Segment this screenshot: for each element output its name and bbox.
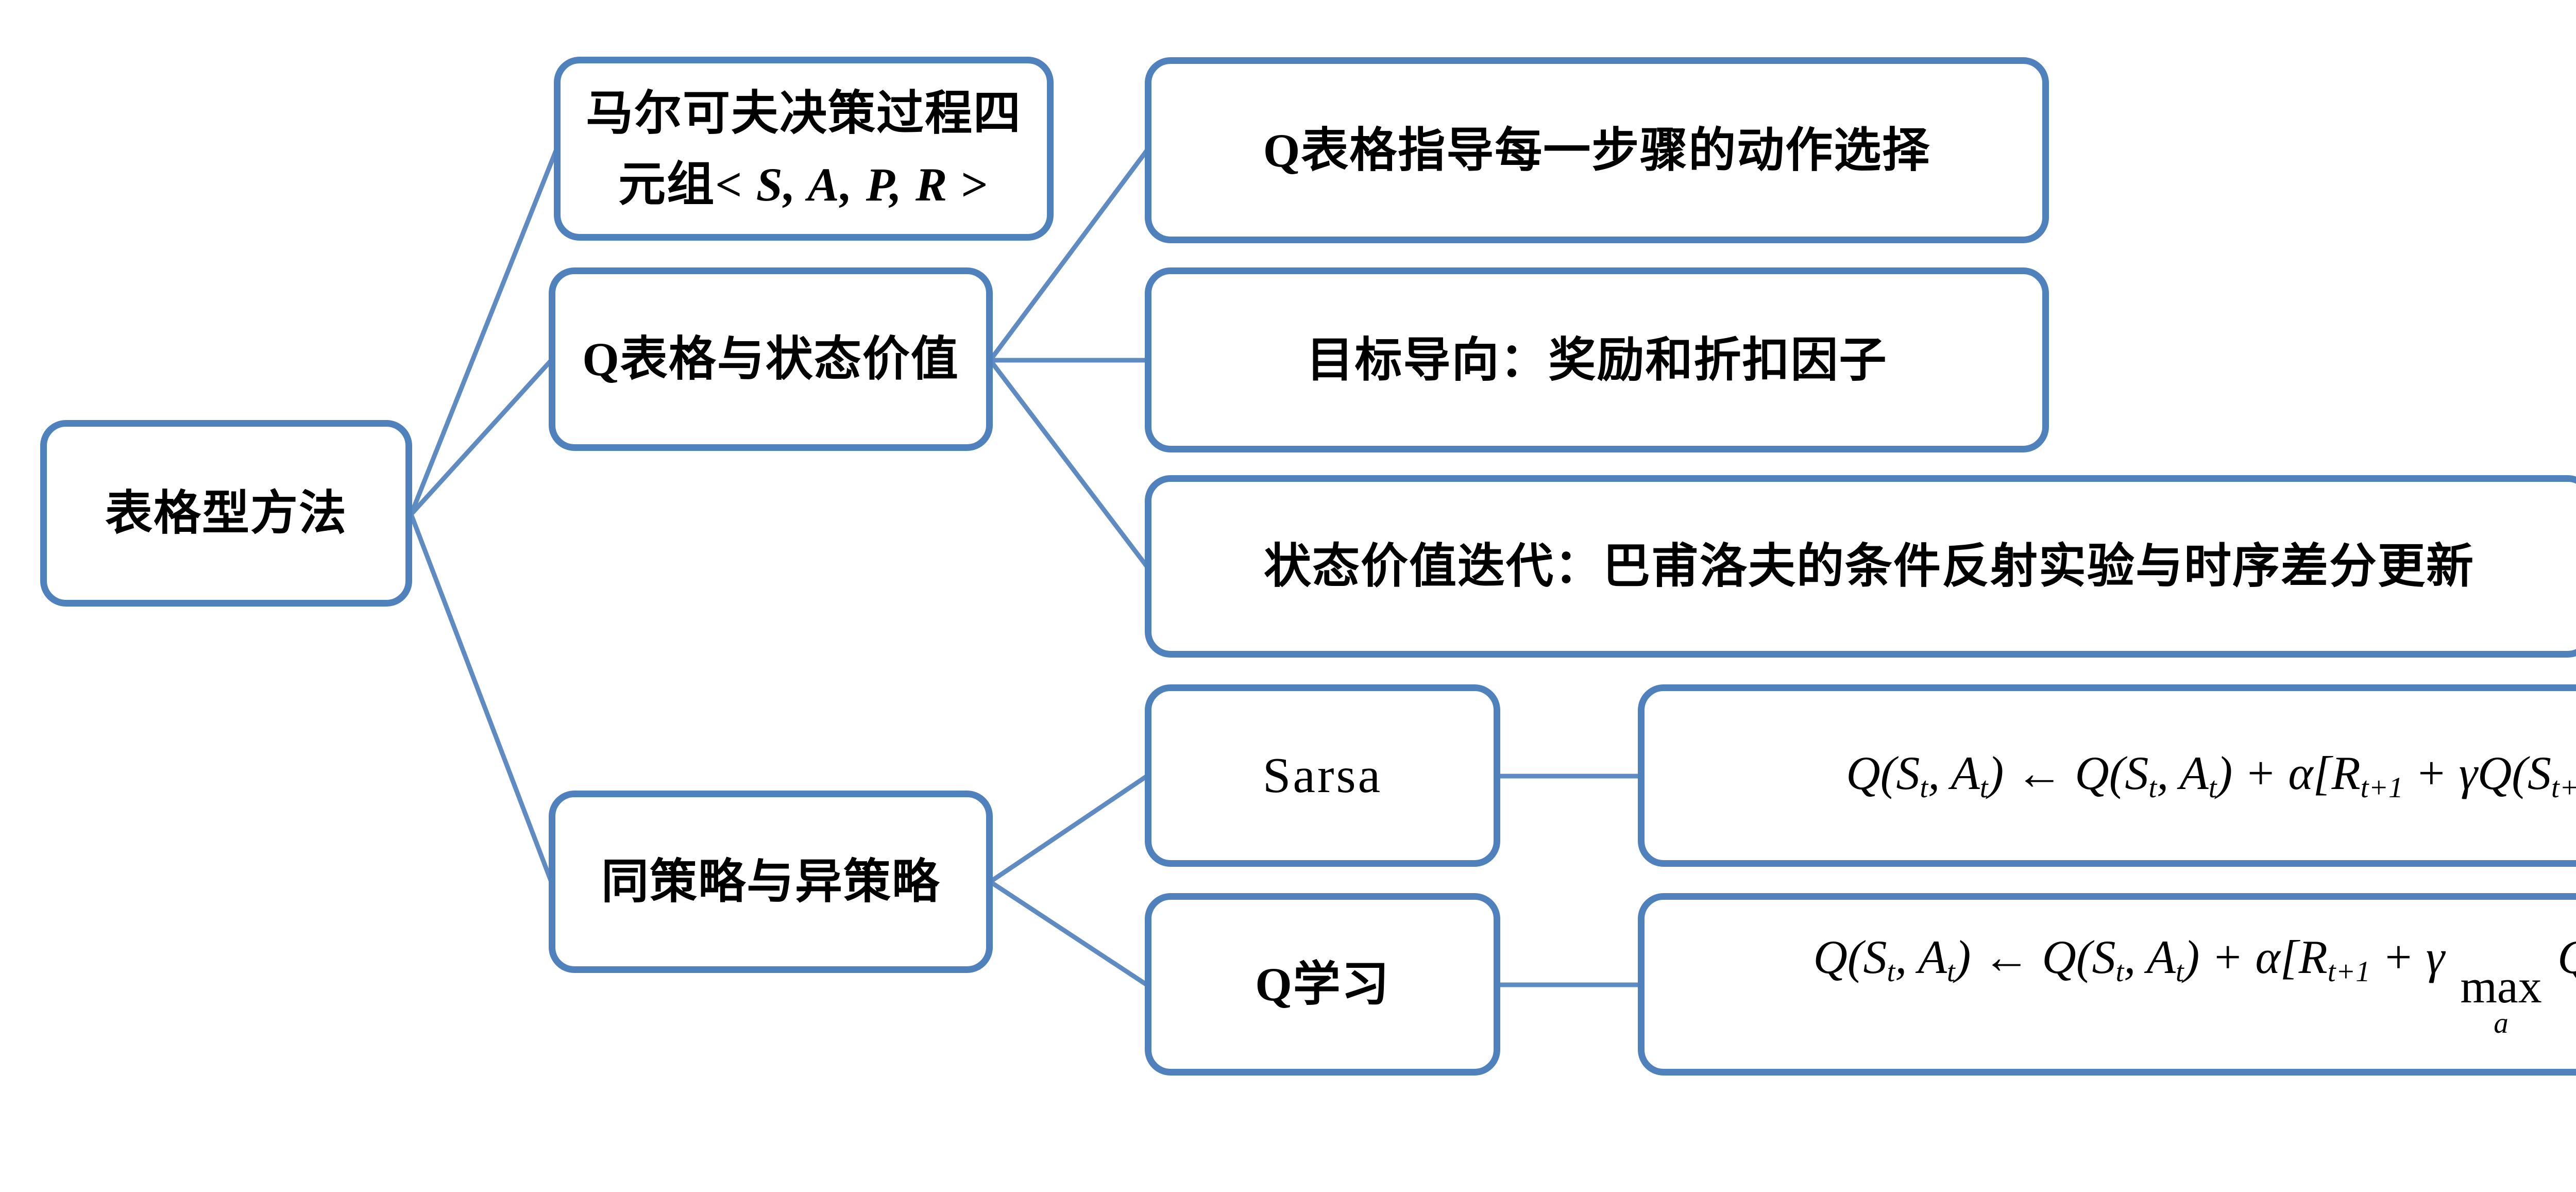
node-goal-oriented[interactable]: 目标导向：奖励和折扣因子 <box>1145 267 2049 452</box>
node-qtable-state-value-label: Q表格与状态价值 <box>582 333 959 385</box>
connector-root-to-policy <box>409 512 554 884</box>
mdp-tuple-prefix: 元组< <box>618 158 756 211</box>
connector-root-to-qtable <box>409 358 554 517</box>
node-q-learning-label: Q学习 <box>1255 958 1390 1011</box>
node-goal-oriented-label: 目标导向：奖励和折扣因子 <box>1306 333 1888 387</box>
node-on-off-policy-label: 同策略与异策略 <box>601 855 940 908</box>
node-qtable-state-value[interactable]: Q表格与状态价值 <box>549 267 993 451</box>
mdp-tuple-suffix: > <box>948 158 989 211</box>
node-qtable-action-selection-label: Q表格指导每一步骤的动作选择 <box>1263 124 1931 177</box>
node-state-value-iteration[interactable]: 状态价值迭代：巴甫洛夫的条件反射实验与时序差分更新 <box>1145 475 2576 658</box>
connector-qtable-to-action <box>988 148 1149 363</box>
connector-root-to-mdp <box>409 147 559 517</box>
connector-policy-to-qlearn <box>988 879 1149 987</box>
node-mdp-tuple-label-line2: 元组< S, A, P, R > <box>618 149 989 220</box>
node-on-off-policy[interactable]: 同策略与异策略 <box>549 791 993 973</box>
node-state-value-iteration-label: 状态价值迭代：巴甫洛夫的条件反射实验与时序差分更新 <box>1263 540 2475 593</box>
sarsa-update-formula: Q(St, At) ← Q(St, At) + α[Rt+1 + γQ(St+1… <box>1846 746 2576 804</box>
node-mdp-tuple[interactable]: 马尔可夫决策过程四 元组< S, A, P, R > <box>554 57 1054 241</box>
mdp-tuple-math: S, A, P, R <box>756 158 948 211</box>
connector-policy-to-sarsa <box>988 774 1149 884</box>
node-sarsa[interactable]: Sarsa <box>1145 684 1500 867</box>
connector-qtable-to-valueit <box>988 358 1149 569</box>
node-tabular-methods-label: 表格型方法 <box>105 487 347 540</box>
node-sarsa-update-formula[interactable]: Q(St, At) ← Q(St, At) + α[Rt+1 + γQ(St+1… <box>1638 684 2576 867</box>
node-mdp-tuple-label-line1: 马尔可夫决策过程四 <box>585 87 1022 140</box>
node-tabular-methods[interactable]: 表格型方法 <box>40 420 412 607</box>
node-q-learning[interactable]: Q学习 <box>1145 893 1500 1076</box>
node-sarsa-label: Sarsa <box>1262 748 1383 803</box>
node-qtable-action-selection[interactable]: Q表格指导每一步骤的动作选择 <box>1145 57 2049 243</box>
